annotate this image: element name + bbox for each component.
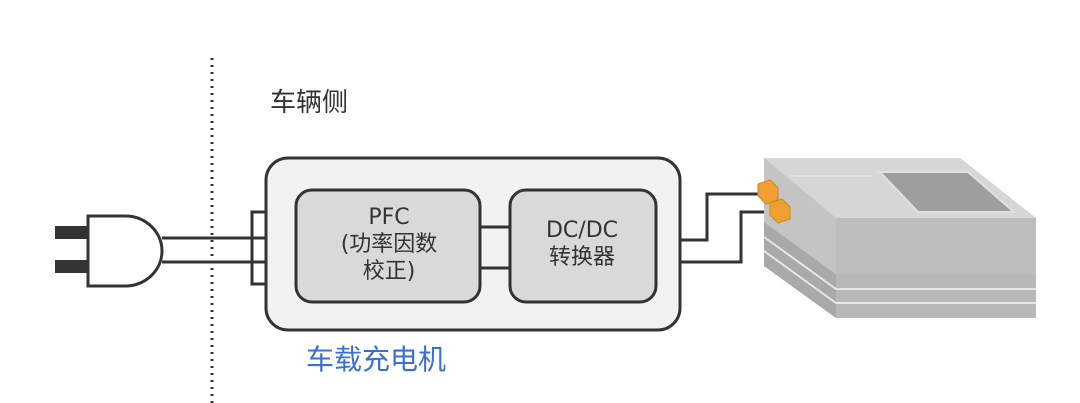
battery-pack-icon bbox=[763, 158, 1036, 318]
dcdc-label-line1: DC/DC bbox=[545, 218, 618, 243]
vehicle-side-label: 车辆侧 bbox=[270, 88, 349, 118]
pfc-label-line3: 校正) bbox=[362, 259, 416, 284]
dcdc-label-line2: 转换器 bbox=[548, 245, 615, 270]
input-cable bbox=[162, 236, 266, 264]
pfc-label: PFC (功率因数 校正) bbox=[300, 204, 478, 285]
battery-connector-icon bbox=[757, 179, 791, 224]
pfc-block bbox=[294, 188, 482, 304]
ac-plug-icon bbox=[55, 214, 164, 288]
pfc-dcdc-connection bbox=[480, 225, 510, 270]
charger-input-stubs bbox=[250, 210, 266, 286]
output-cable bbox=[680, 192, 772, 264]
pfc-label-line2: (功率因数 bbox=[340, 232, 438, 257]
dcdc-label: DC/DC 转换器 bbox=[512, 217, 652, 271]
onboard-charger-label: 车载充电机 bbox=[306, 343, 447, 376]
pfc-label-line1: PFC bbox=[368, 205, 410, 230]
dcdc-block bbox=[508, 188, 658, 304]
